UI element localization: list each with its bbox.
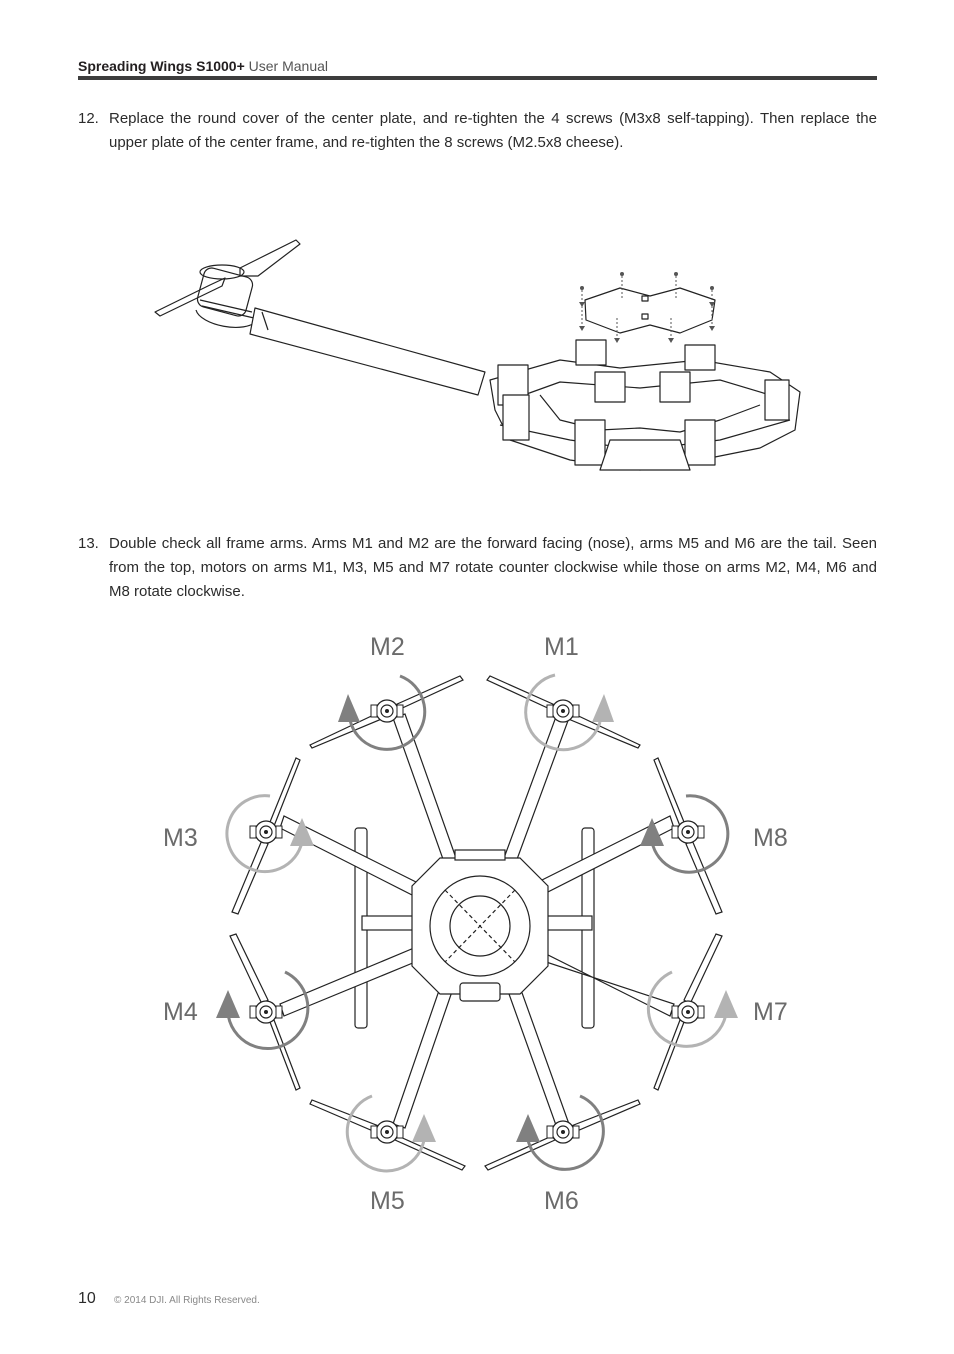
step-number: 12.: [78, 110, 99, 127]
step-12: 12. Replace the round cover of the cente…: [78, 107, 877, 155]
copyright: © 2014 DJI. All Rights Reserved.: [114, 1295, 260, 1306]
rotation-arrow-m5: [345, 1094, 426, 1173]
product-name: Spreading Wings S1000+: [78, 58, 245, 74]
arm-m7: [532, 946, 675, 1017]
label-m8: M8: [753, 824, 788, 852]
manual-title: Spreading Wings S1000+ User Manual: [78, 58, 328, 74]
arm-m1: [503, 713, 570, 863]
label-m3: M3: [163, 824, 198, 852]
motor-m3: [249, 820, 283, 844]
propeller-blade: [239, 239, 301, 277]
label-m5: M5: [370, 1187, 405, 1215]
motor-m8: [671, 820, 705, 844]
rotation-arrow-m2: [348, 674, 427, 751]
rotation-arrow-m1: [524, 673, 602, 752]
label-m6: M6: [544, 1187, 579, 1215]
step-number: 13.: [78, 535, 99, 552]
motor: [196, 267, 254, 317]
label-m4: M4: [163, 998, 198, 1026]
arm-m2: [392, 713, 457, 863]
arm-m6: [503, 975, 570, 1129]
rotation-arrow-m8: [650, 794, 730, 874]
motor-m4: [249, 1000, 283, 1024]
page-header: Spreading Wings S1000+ User Manual: [78, 56, 877, 80]
label-m7: M7: [753, 998, 788, 1026]
propeller-blade: [154, 277, 226, 317]
arm-m5: [392, 975, 457, 1129]
arm-m4: [279, 947, 421, 1017]
step-text: Replace the round cover of the center pl…: [109, 110, 877, 151]
frame-arm: [249, 307, 486, 396]
step-text: Double check all frame arms. Arms M1 and…: [109, 535, 877, 600]
manual-type: User Manual: [244, 58, 329, 74]
label-m2: M2: [370, 633, 405, 661]
motor-m7: [671, 1000, 705, 1024]
rotation-arrow-m7: [646, 970, 728, 1048]
page-number: 10: [78, 1290, 96, 1307]
label-m1: M1: [544, 633, 579, 661]
rotation-arrow-m4: [226, 970, 310, 1050]
rotation-arrow-m3: [225, 794, 304, 874]
step-13: 13. Double check all frame arms. Arms M1…: [78, 532, 877, 604]
rotation-arrow-m6: [526, 1094, 605, 1171]
